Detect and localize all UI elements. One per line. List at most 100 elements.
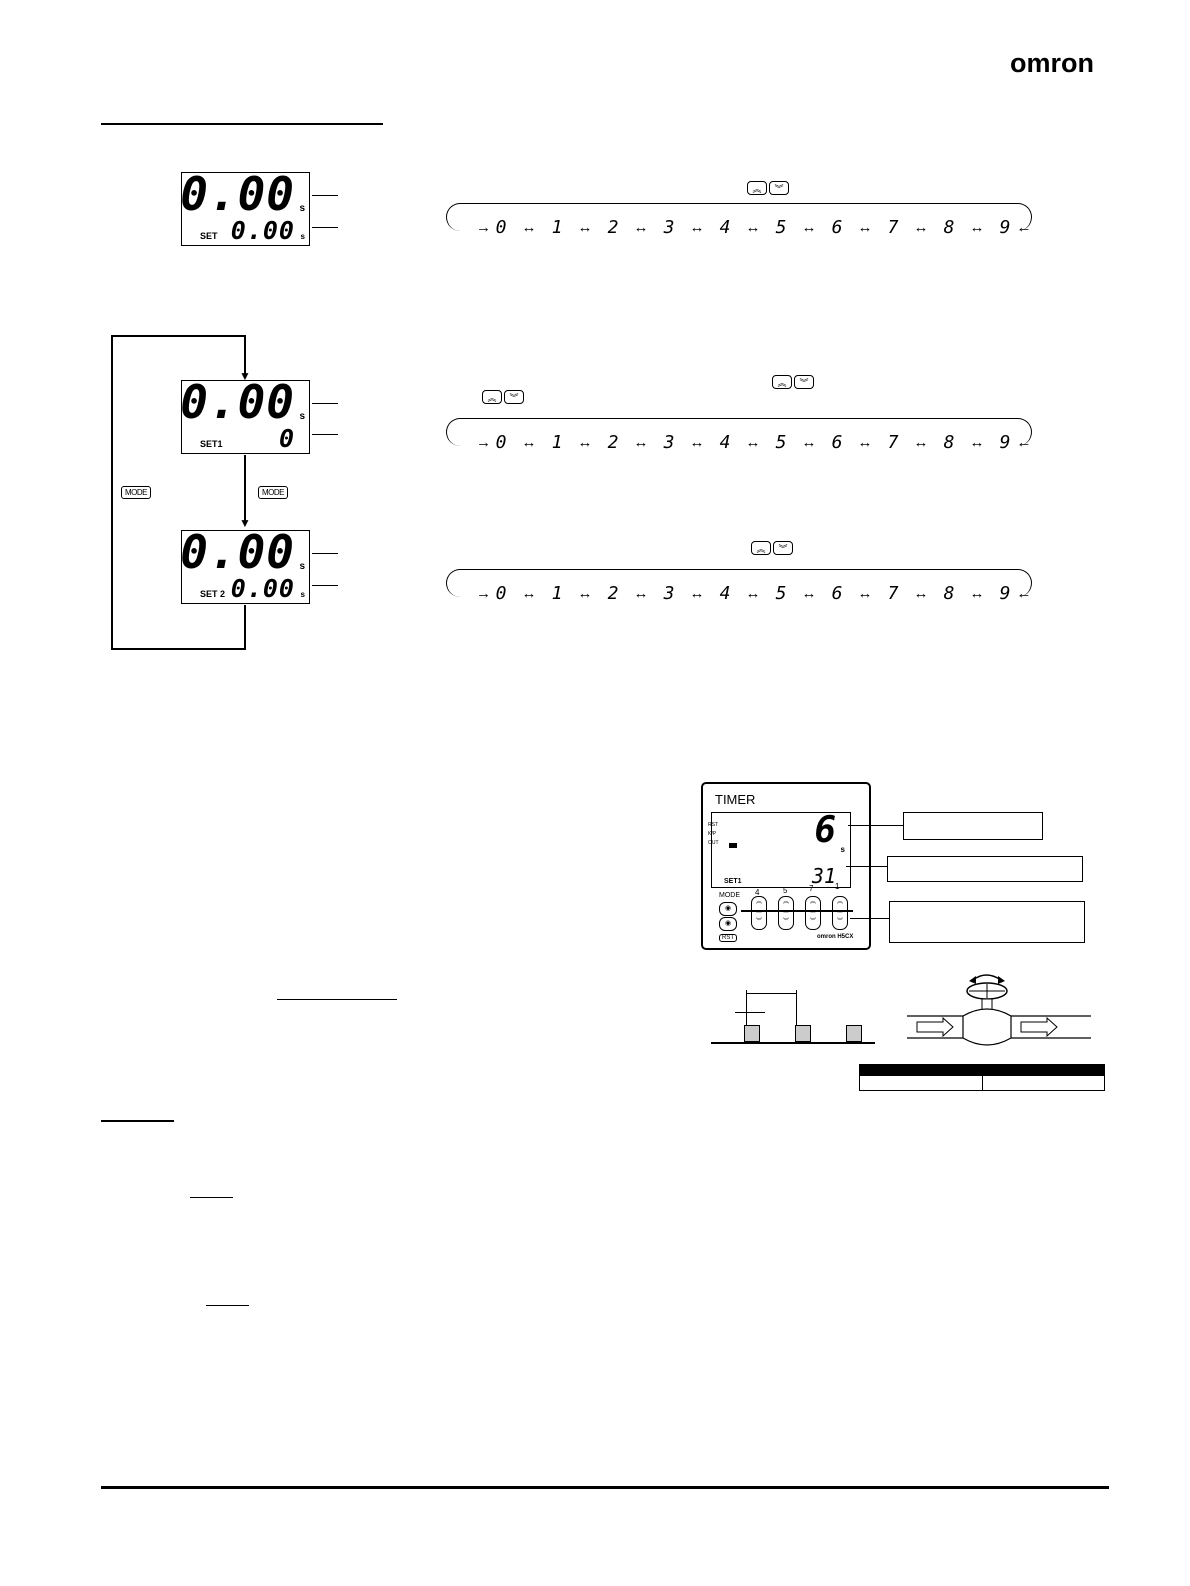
arrow-left-icon: ← — [1016, 585, 1032, 602]
sequence-digit: 5 — [775, 432, 787, 453]
dial-digit: 1 — [835, 882, 840, 891]
digit-cycle-3: →0↔1↔2↔3↔4↔5↔6↔7↔8↔9← — [446, 569, 1032, 609]
bidirectional-arrow-icon: ↔ — [633, 434, 649, 451]
digit-row: →0↔1↔2↔3↔4↔5↔6↔7↔8↔9← — [476, 432, 1032, 453]
mode-key-icon: MODE — [121, 486, 151, 499]
arrow-left-icon: ← — [1016, 434, 1032, 451]
bidirectional-arrow-icon: ↔ — [745, 434, 761, 451]
table-row — [859, 1064, 1105, 1076]
pulse-baseline — [711, 1042, 875, 1044]
lcd-set-label: SET1 — [200, 439, 223, 449]
sequence-digit: 6 — [831, 217, 843, 238]
underline — [206, 1305, 249, 1306]
bidirectional-arrow-icon: ↔ — [689, 219, 705, 236]
bidirectional-arrow-icon: ↔ — [633, 219, 649, 236]
sequence-digit: 8 — [943, 583, 955, 604]
sequence-digit: 5 — [775, 583, 787, 604]
rst-button[interactable]: RST — [719, 934, 737, 942]
dimension-line — [735, 1012, 765, 1013]
bidirectional-arrow-icon: ↔ — [801, 219, 817, 236]
timer-title: TIMER — [715, 792, 756, 807]
digit-up-down-key-4[interactable]: ︽▭︾ — [832, 896, 848, 930]
footer-rule — [101, 1486, 1109, 1489]
arrow-right-icon: → — [476, 219, 491, 236]
bidirectional-arrow-icon: ↔ — [969, 219, 985, 236]
bidirectional-arrow-icon: ↔ — [857, 219, 873, 236]
spec-table — [859, 1064, 1105, 1091]
down-key-icon: ︾ — [794, 375, 814, 389]
mode-key-icon: MODE — [258, 486, 288, 499]
sequence-digit: 1 — [551, 432, 563, 453]
digit-up-down-key-1[interactable]: ︽▭︾ — [751, 896, 767, 930]
lcd-set-label: SET 2 — [200, 589, 226, 599]
sequence-digit: 0 — [495, 217, 507, 238]
sequence-digit: 8 — [943, 217, 955, 238]
sequence-digit: 6 — [831, 583, 843, 604]
lcd-display-set: 0.00 s SET 0.00 s — [180, 171, 310, 246]
sequence-digit: 0 — [495, 432, 507, 453]
sequence-digit: 5 — [775, 217, 787, 238]
dial-digit: 4 — [755, 888, 760, 897]
sequence-digit: 3 — [663, 583, 675, 604]
up-down-keys: ︽ ︾ — [751, 541, 793, 555]
lcd-display-set1: 0.00 s SET1 0 — [180, 379, 310, 454]
bidirectional-arrow-icon: ↔ — [521, 434, 537, 451]
leader-line — [312, 403, 338, 404]
flow-line — [244, 335, 246, 375]
sequence-digit: 2 — [607, 217, 619, 238]
leader-line — [312, 553, 338, 554]
dial-digit: 7 — [809, 884, 814, 893]
digit-up-down-key-3[interactable]: ︽▭︾ — [805, 896, 821, 930]
arrow-right-icon: → — [476, 434, 491, 451]
sequence-digit: 8 — [943, 432, 955, 453]
dimension-line — [746, 993, 796, 994]
mode-button[interactable]: ◉ — [719, 902, 737, 916]
bidirectional-arrow-icon: ↔ — [913, 434, 929, 451]
sequence-digit: 3 — [663, 432, 675, 453]
down-key-icon: ︾ — [773, 541, 793, 555]
pulse-block — [795, 1025, 811, 1042]
arrow-down-icon: ▼ — [239, 516, 251, 530]
down-key-icon: ︾ — [769, 181, 789, 195]
bidirectional-arrow-icon: ↔ — [801, 434, 817, 451]
bidirectional-arrow-icon: ↔ — [913, 585, 929, 602]
leader-line — [312, 227, 338, 228]
lcd-display-set2: 0.00 s SET 2 0.00 s — [180, 529, 310, 604]
sequence-digit: 6 — [831, 432, 843, 453]
sequence-digit: 7 — [887, 432, 899, 453]
indicator-list: RST K/P OUT — [708, 821, 719, 848]
up-key-icon: ︽ — [751, 541, 771, 555]
sequence-digit: 9 — [999, 432, 1011, 453]
bidirectional-arrow-icon: ↔ — [857, 434, 873, 451]
digit-up-down-key-2[interactable]: ︽▭︾ — [778, 896, 794, 930]
dial-rail — [741, 910, 853, 912]
lcd-sub-value: 0.00 — [230, 216, 295, 245]
shift-button[interactable]: ◉ — [719, 917, 737, 931]
lcd-sub-unit: s — [300, 232, 305, 241]
arrow-left-icon: ← — [1016, 219, 1032, 236]
bidirectional-arrow-icon: ↔ — [801, 585, 817, 602]
timer-main-unit: s — [840, 845, 845, 854]
dial-digit: 5 — [783, 886, 788, 895]
bidirectional-arrow-icon: ↔ — [577, 585, 593, 602]
up-down-keys: ︽ ︾ — [772, 375, 814, 389]
cycle-loop-line — [446, 418, 1032, 446]
leader-line — [312, 195, 338, 196]
indicator-out: OUT — [708, 840, 719, 846]
leader-line — [312, 434, 338, 435]
sequence-digit: 4 — [719, 583, 731, 604]
bidirectional-arrow-icon: ↔ — [521, 585, 537, 602]
timer-lcd: RST K/P OUT 6 s SET1 31 — [708, 812, 851, 888]
arrow-down-icon: ▼ — [239, 369, 251, 383]
sequence-digit: 1 — [551, 583, 563, 604]
callout-leader — [846, 866, 888, 867]
up-key-icon: ︽ — [772, 375, 792, 389]
cycle-loop-line — [446, 569, 1032, 597]
dimension-line — [796, 990, 797, 1026]
up-down-keys: ︽ ︾ — [482, 390, 524, 404]
dimension-line — [746, 990, 747, 1026]
sequence-digit: 0 — [495, 583, 507, 604]
callout-box-keys — [889, 901, 1085, 943]
flow-line — [111, 335, 113, 650]
digit-row: →0↔1↔2↔3↔4↔5↔6↔7↔8↔9← — [476, 583, 1032, 604]
